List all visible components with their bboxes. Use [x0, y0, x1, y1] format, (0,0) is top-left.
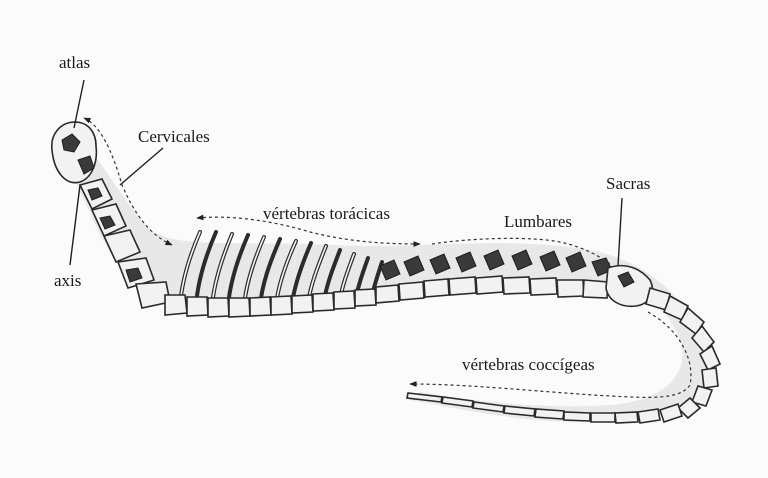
label-atlas: atlas	[59, 53, 91, 72]
atlas-leader	[73, 79, 85, 129]
label-coccigeas: vértebras coccígeas	[462, 355, 595, 374]
coccygeal-vertebrae	[406, 286, 722, 424]
thoracic-extent-line	[196, 214, 421, 247]
label-axis: axis	[54, 271, 82, 290]
lumbar-extent-line	[431, 237, 613, 266]
label-toracicas: vértebras torácicas	[263, 204, 390, 223]
cervical-extent-line	[83, 117, 173, 246]
axis-leader	[69, 184, 81, 266]
sacras-leader	[617, 197, 623, 267]
label-lumbares: Lumbares	[504, 212, 572, 231]
vertebral-bodies	[164, 249, 613, 318]
label-cervicales: Cervicales	[138, 127, 210, 146]
coccygeal-extent-line	[409, 311, 692, 398]
cervicales-leader	[119, 147, 164, 186]
label-sacras: Sacras	[606, 174, 651, 193]
